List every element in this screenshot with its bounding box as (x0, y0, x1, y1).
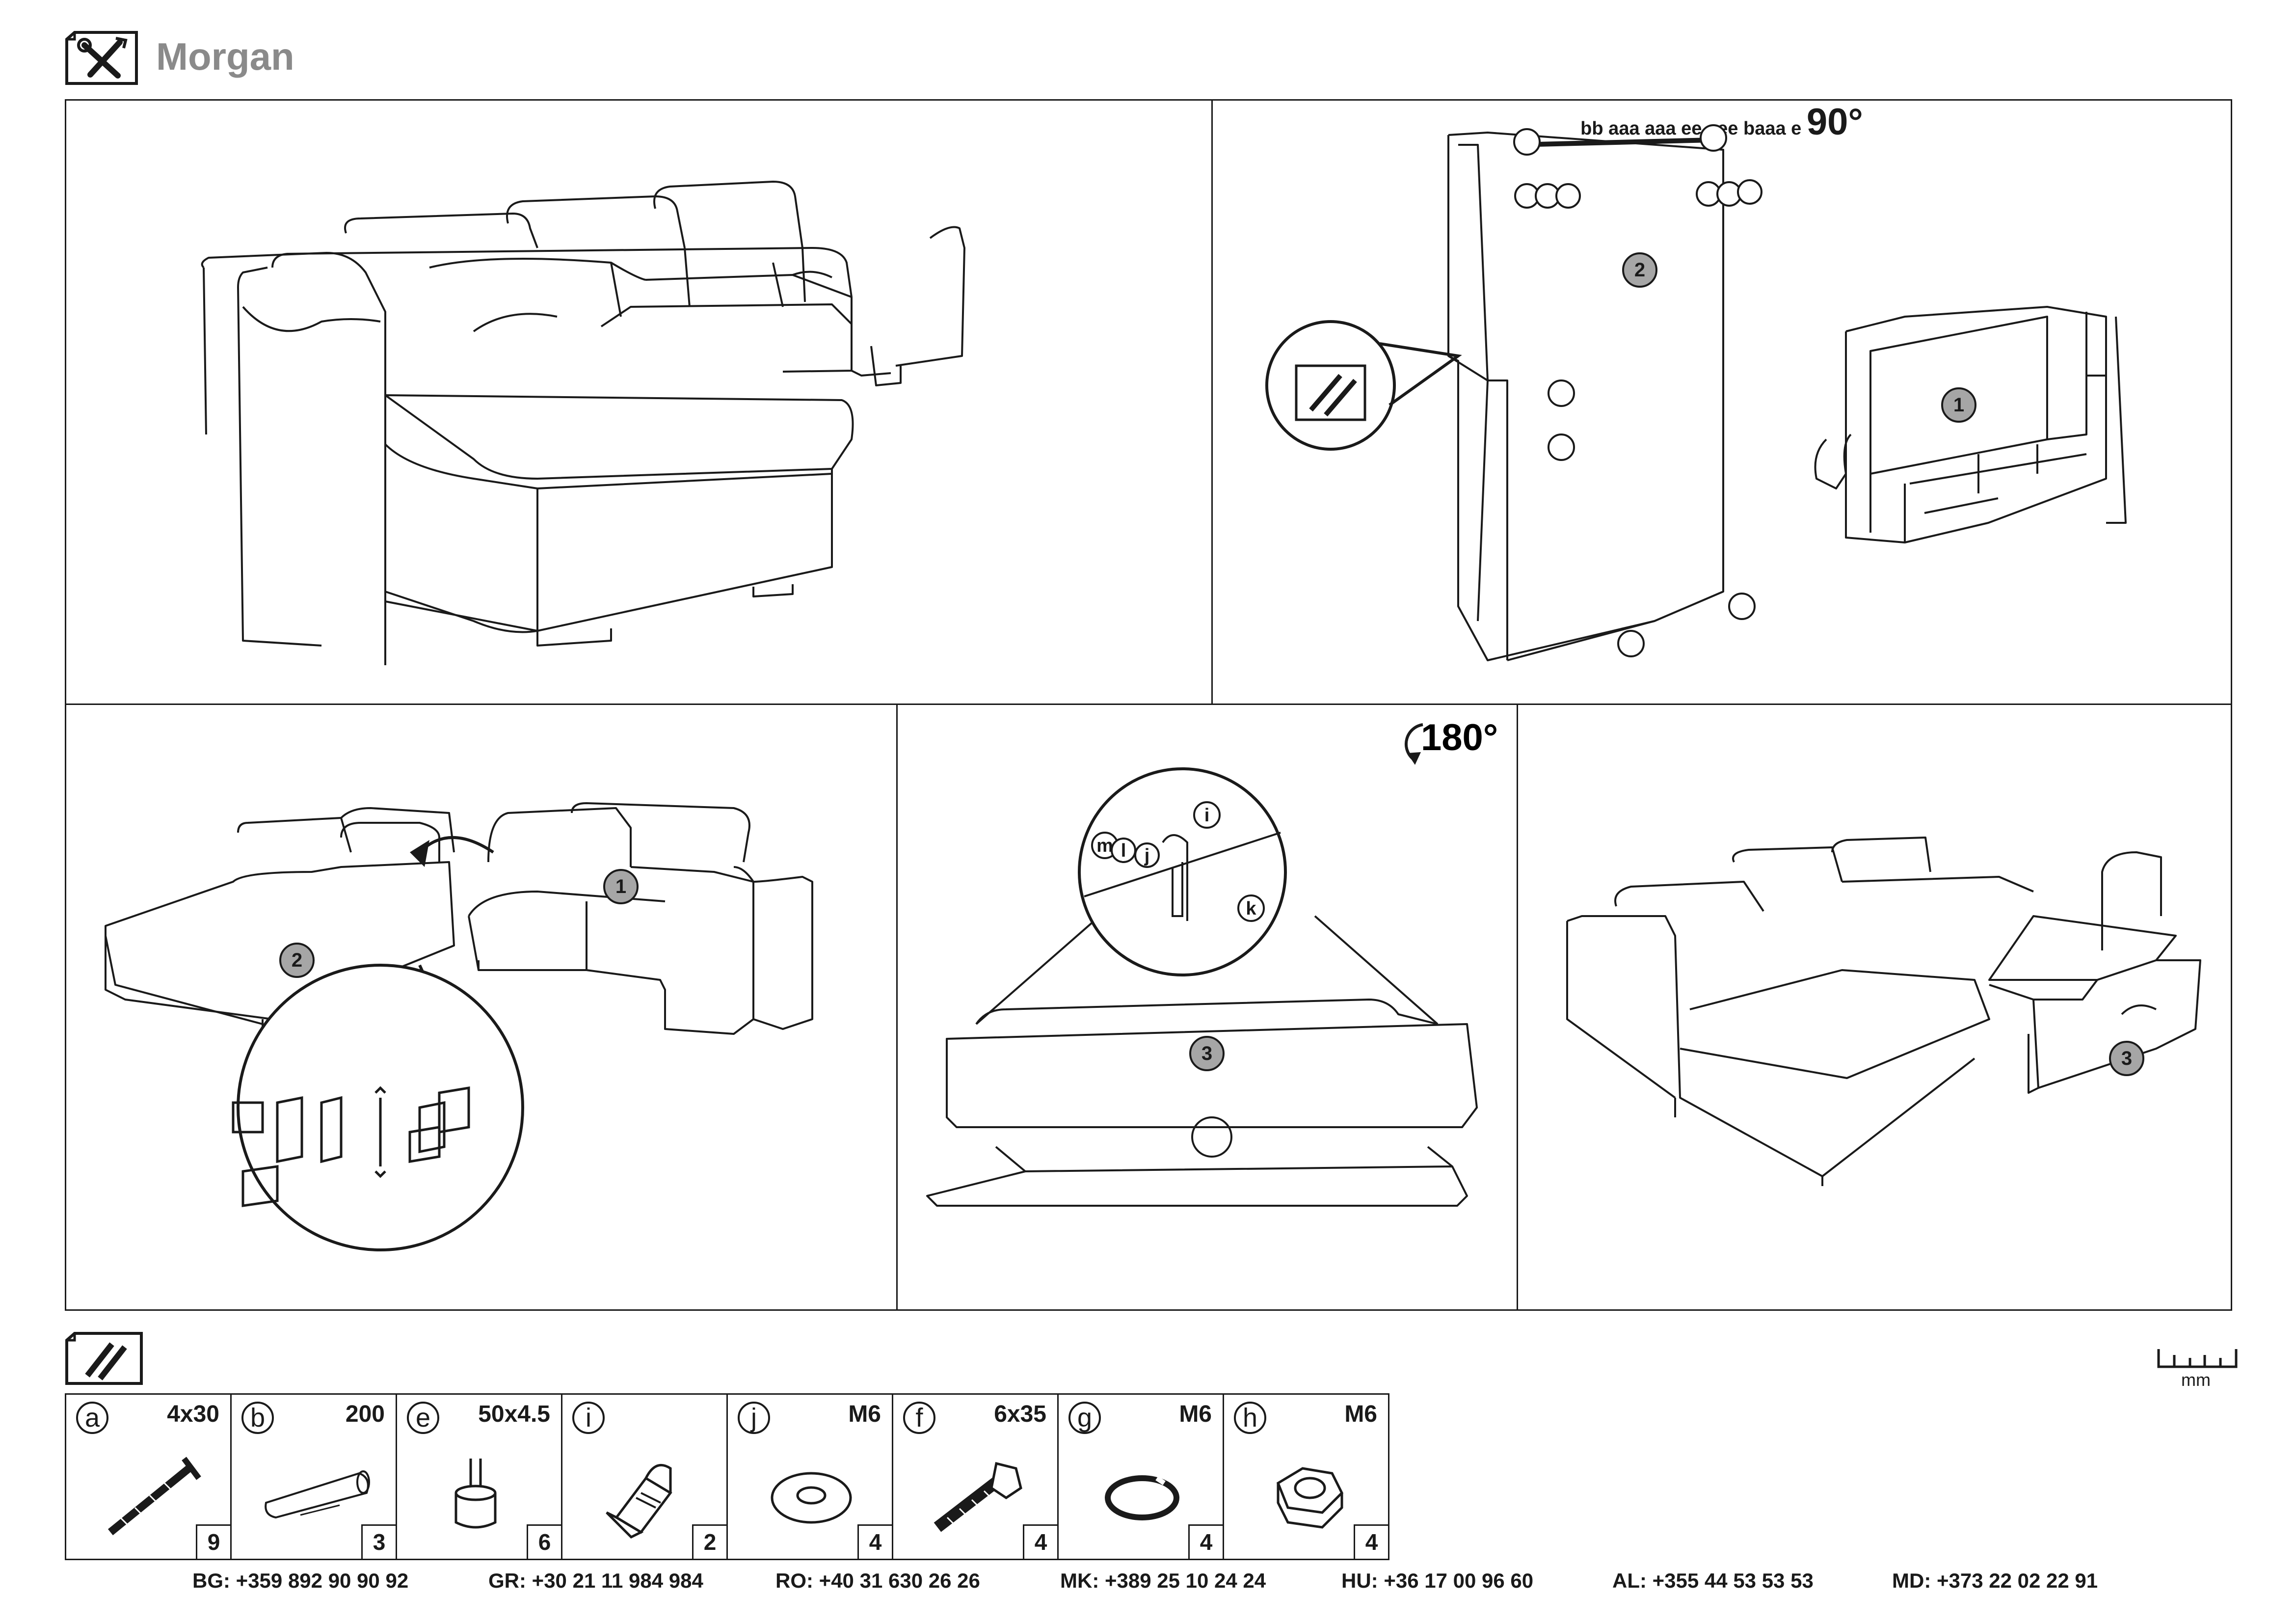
part-quantity: 4 (857, 1524, 892, 1559)
part-spec: 200 (345, 1401, 385, 1427)
badge-3: 3 (2121, 1048, 2132, 1069)
part-spec: M6 (848, 1401, 881, 1427)
dowel-pin-icon (265, 1470, 370, 1519)
badge-1: 1 (615, 876, 626, 897)
svg-text:k: k (1246, 898, 1256, 919)
rotate-90-label: 90° (1806, 101, 1863, 143)
part-spec: 6x35 (994, 1401, 1046, 1427)
contact-al: AL: +355 44 53 53 53 (1612, 1569, 1814, 1592)
step-panel-join-modules: 2 1 (65, 704, 898, 1311)
part-b: b 200 3 (230, 1393, 397, 1560)
part-f: f 6x35 4 (892, 1393, 1059, 1560)
badge-2: 2 (1634, 259, 1645, 281)
contact-ro: RO: +40 31 630 26 26 (775, 1569, 980, 1592)
contact-hu: HU: +36 17 00 96 60 (1341, 1569, 1534, 1592)
svg-text:l: l (1121, 840, 1126, 861)
part-quantity: 4 (1188, 1524, 1223, 1559)
connector-bracket-illustration (232, 1086, 470, 1207)
adjustable-foot-icon (454, 1459, 497, 1529)
part-quantity: 4 (1354, 1524, 1388, 1559)
part-letter: f (903, 1402, 935, 1434)
part-spec: M6 (1179, 1401, 1212, 1427)
part-letter: h (1234, 1402, 1266, 1434)
part-letter: g (1068, 1402, 1101, 1434)
svg-text:i: i (1204, 805, 1210, 826)
part-letter: j (738, 1402, 770, 1434)
badge-3: 3 (1201, 1043, 1212, 1064)
contacts-footer: BG: +359 892 90 90 92 GR: +30 21 11 984 … (0, 1569, 2296, 1598)
step-panel-finished: 3 (1517, 704, 2232, 1311)
part-quantity: 6 (527, 1524, 561, 1559)
contact-md: MD: +373 22 02 22 91 (1892, 1569, 2098, 1592)
badge-2: 2 (292, 949, 302, 971)
screws-icon (65, 1332, 143, 1385)
parts-list: a 4x30 9 b 200 3 e 50x4.5 6 i (65, 1393, 1389, 1560)
screws-zoom-icon (1295, 364, 1366, 421)
bolt-icon (934, 1462, 1022, 1532)
part-spec: 4x30 (167, 1401, 219, 1427)
page-title: Morgan (156, 35, 294, 78)
part-a: a 4x30 9 (65, 1393, 232, 1560)
sofa-assembled-illustration (201, 181, 965, 665)
wood-screw-icon (107, 1457, 201, 1536)
spring-washer-icon (1105, 1475, 1179, 1520)
contact-mk: MK: +389 25 10 24 24 (1060, 1569, 1266, 1592)
ruler-icon (2157, 1349, 2238, 1368)
contact-gr: GR: +30 21 11 984 984 (488, 1569, 703, 1592)
join-modules-illustration: 2 1 (105, 802, 813, 1251)
part-h: h M6 4 (1223, 1393, 1389, 1560)
svg-text:j: j (1144, 845, 1150, 866)
part-i: i 2 (561, 1393, 728, 1560)
frame-rotated-illustration: 2 1 (1265, 124, 2127, 661)
part-e: e 50x4.5 6 (396, 1393, 562, 1560)
contact-bg: BG: +359 892 90 90 92 (192, 1569, 409, 1592)
rotate-180-icon (1404, 723, 1423, 765)
part-quantity: 4 (1023, 1524, 1057, 1559)
part-spec: M6 (1344, 1401, 1377, 1427)
svg-text:m: m (1096, 836, 1113, 856)
tools-icon (65, 31, 138, 85)
rotate-180-label: 180° (1421, 717, 1498, 758)
part-letter: e (407, 1402, 439, 1434)
part-spec: 50x4.5 (478, 1401, 550, 1427)
part-letter: a (76, 1402, 108, 1434)
step-panel-assembled-sofa (65, 99, 1213, 705)
part-g: g M6 4 (1057, 1393, 1224, 1560)
part-quantity: 3 (361, 1524, 396, 1559)
washer-icon (771, 1472, 852, 1524)
sofa-with-open-drawer-illustration: 3 (1566, 837, 2201, 1186)
part-letter: b (241, 1402, 274, 1434)
badge-1: 1 (1953, 394, 1964, 416)
step-panel-feet-and-dowels: 2 1 bb aaa aaa ee eee baaa e 90° (1211, 99, 2232, 705)
part-j: j M6 4 (726, 1393, 893, 1560)
bracket-icon (606, 1463, 672, 1539)
units-label: mm (2181, 1370, 2211, 1390)
hex-nut-icon (1276, 1467, 1344, 1529)
part-letter: i (572, 1402, 605, 1434)
part-quantity: 9 (196, 1524, 230, 1559)
part-quantity: 2 (692, 1524, 726, 1559)
